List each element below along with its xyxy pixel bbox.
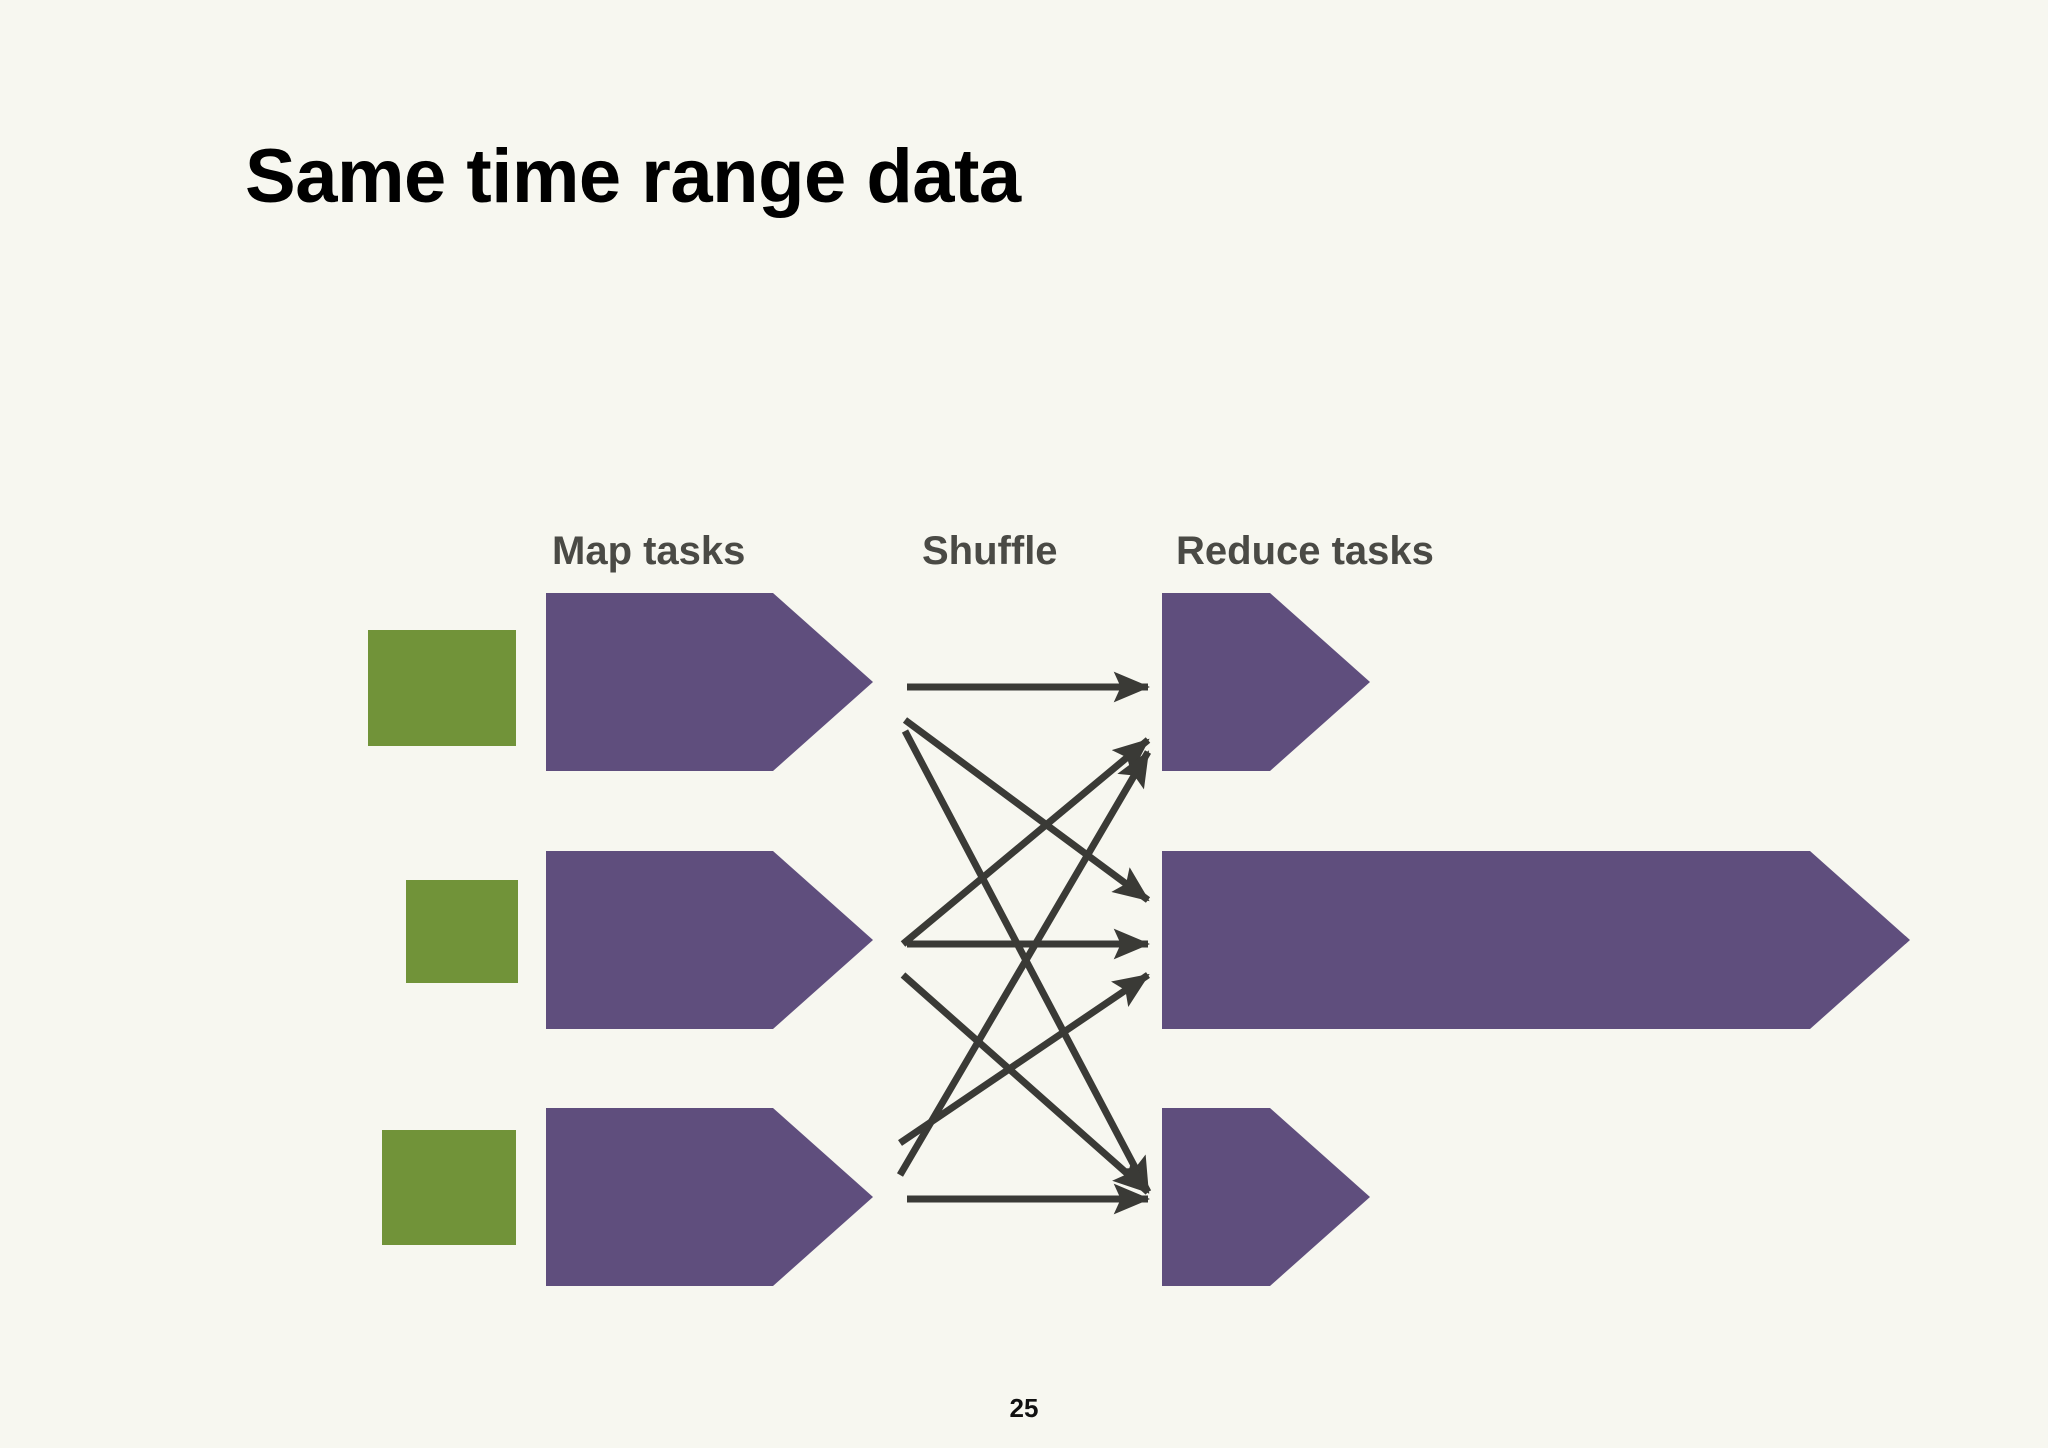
shuffle-arrow-m1-r2 xyxy=(902,717,1151,903)
reduce-tasks-group xyxy=(1162,593,1910,1286)
input-block-1 xyxy=(368,630,516,746)
input-block-3 xyxy=(382,1130,516,1245)
column-label-shuffle: Shuffle xyxy=(922,529,1058,573)
shuffle-arrow-m1-r3 xyxy=(901,729,1152,1194)
reduce-task-2 xyxy=(1162,851,1910,1029)
map-task-2 xyxy=(546,851,873,1029)
reduce-task-1 xyxy=(1162,593,1370,771)
column-label-map-tasks: Map tasks xyxy=(552,529,746,573)
shuffle-arrows-group xyxy=(896,671,1152,1215)
page-title: Same time range data xyxy=(245,134,1021,219)
map-task-3 xyxy=(546,1108,873,1286)
map-tasks-group xyxy=(546,593,873,1286)
column-label-reduce-tasks: Reduce tasks xyxy=(1176,529,1434,573)
shuffle-arrow-m2-r1 xyxy=(900,737,1151,947)
page-number: 25 xyxy=(1009,1393,1039,1423)
map-task-1 xyxy=(546,593,873,771)
input-blocks-group xyxy=(368,630,518,1245)
shuffle-arrow-m2-r3 xyxy=(900,972,1151,1195)
shuffle-arrow-m3-r2 xyxy=(898,972,1150,1146)
input-block-2 xyxy=(406,880,518,983)
reduce-task-3 xyxy=(1162,1108,1370,1286)
